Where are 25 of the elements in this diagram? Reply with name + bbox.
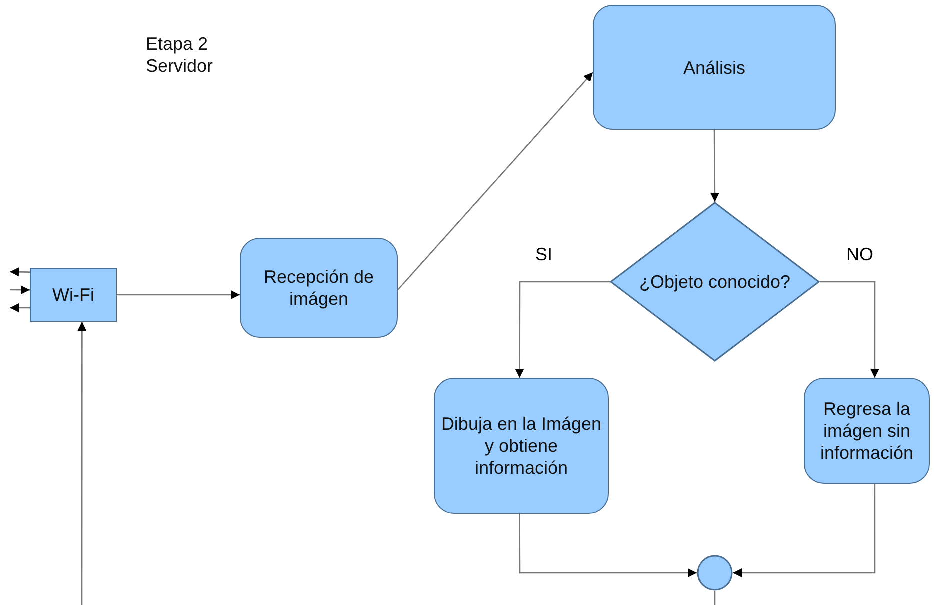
process-box	[30, 268, 117, 322]
arrow	[710, 130, 720, 202]
node-text: ¿Objeto conocido?	[639, 271, 791, 293]
arrow	[515, 281, 610, 378]
node-text: Análisis	[683, 56, 746, 78]
arrow	[10, 303, 30, 312]
arrow	[398, 72, 594, 290]
arrow	[10, 268, 30, 277]
stage-note: Etapa 2 Servidor	[146, 33, 214, 77]
arrow	[519, 514, 697, 578]
decision-diamond	[610, 202, 820, 362]
arrow	[10, 286, 30, 295]
process-box	[434, 378, 609, 514]
node-text: Wi-Fi	[52, 284, 94, 306]
node-text: Regresa la imágen sin información	[819, 398, 915, 464]
connector-circle	[697, 555, 733, 591]
process-box	[240, 238, 398, 338]
arrow	[733, 484, 876, 578]
arrow	[117, 290, 240, 300]
process-box	[804, 378, 930, 484]
process-box	[593, 5, 836, 130]
node-text: Recepción de imágen	[262, 266, 376, 310]
arrow	[820, 281, 880, 378]
node-text: Dibuja en la Imágen y obtiene información	[441, 413, 602, 479]
arrow	[78, 322, 87, 605]
